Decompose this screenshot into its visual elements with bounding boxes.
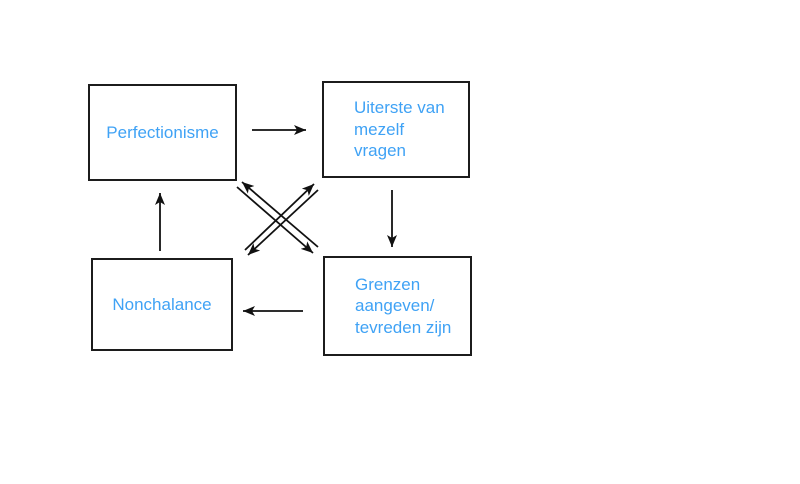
arrow-perfectionisme-to-grenzen <box>236 186 314 254</box>
node-perfectionisme: Perfectionisme <box>88 84 237 181</box>
node-perfectionisme-label: Perfectionisme <box>106 122 219 142</box>
arrow-nonchalance-to-uiterste <box>244 183 315 251</box>
arrow-grenzen-to-perfectionisme <box>241 181 319 248</box>
node-uiterste-van-mezelf-vragen-label: Uiterste van mezelf vragen <box>354 98 445 161</box>
node-nonchalance: Nonchalance <box>91 258 233 351</box>
node-uiterste-van-mezelf-vragen: Uiterste van mezelf vragen <box>322 81 470 178</box>
node-grenzen-aangeven-tevreden-zijn-label: Grenzen aangeven/ tevreden zijn <box>355 274 452 337</box>
arrow-uiterste-to-nonchalance <box>247 189 319 256</box>
node-nonchalance-label: Nonchalance <box>112 294 212 314</box>
node-grenzen-aangeven-tevreden-zijn: Grenzen aangeven/ tevreden zijn <box>323 256 472 356</box>
